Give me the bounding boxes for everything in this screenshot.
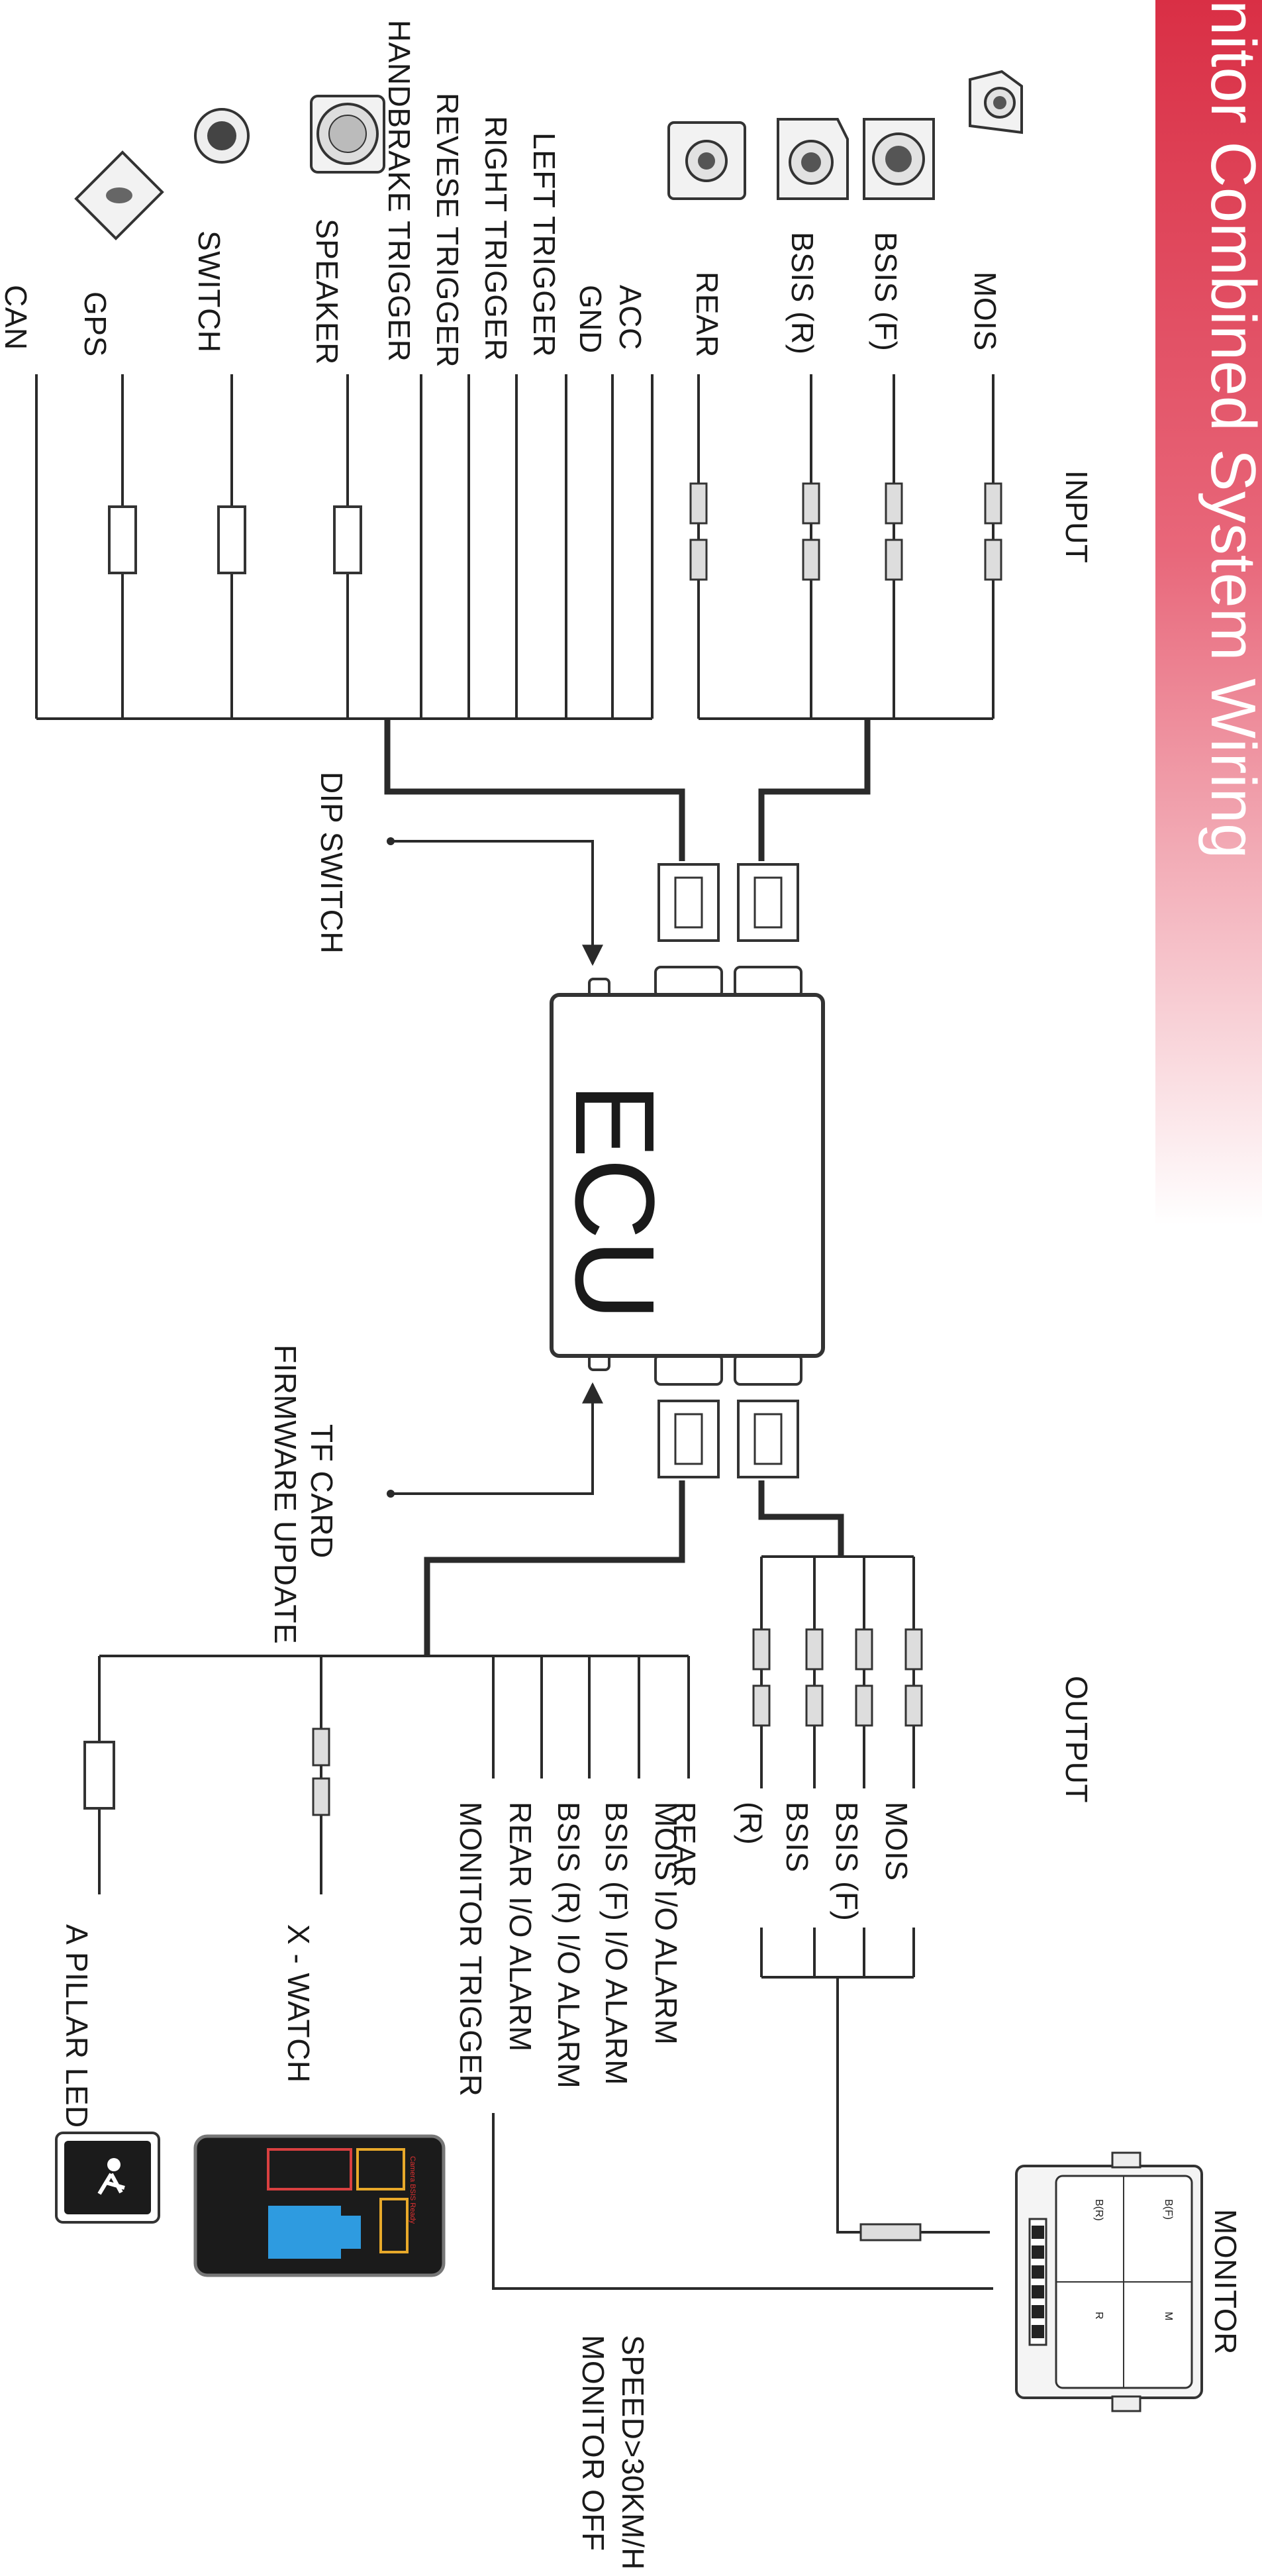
- output-label-bsis-f-io-alarm: BSIS (F) I/O ALARM: [599, 1802, 634, 2085]
- tf-card-label: TF CARD: [305, 1424, 339, 1559]
- ecu-box: [550, 966, 825, 1386]
- input-label-speaker: SPEAKER: [310, 219, 344, 365]
- ecu-output-connector-video: [737, 1400, 799, 1478]
- monitor-quadrant-m: M: [1163, 2312, 1174, 2320]
- speaker-icon: [310, 95, 385, 174]
- input-section-label: INPUT: [1059, 470, 1094, 564]
- input-label-rear: REAR: [690, 272, 724, 358]
- input-label-handbrake-trigger: HANDBRAKE TRIGGER: [382, 20, 416, 362]
- monitor-quadrant-bf: B(F): [1163, 2199, 1174, 2220]
- output-device-connectors: [83, 1727, 330, 1816]
- input-camera-bus: [758, 719, 871, 861]
- input-signal-bus: [384, 719, 685, 861]
- tf-card-arrow: [391, 1382, 603, 1495]
- title-banner: [1155, 0, 1262, 1225]
- monitor-off-note: MONITOR OFF: [576, 2335, 610, 2551]
- monitor-feed-wires: [760, 1928, 990, 2241]
- output-alarm-bus: [424, 1480, 685, 1656]
- output-label-mois: MOIS: [879, 1802, 914, 1881]
- input-label-can: CAN: [0, 285, 33, 350]
- input-label-switch: SWITCH: [192, 231, 226, 352]
- output-label-monitor-trigger: MONITOR TRIGGER: [454, 1802, 488, 2096]
- x-watch-status: Camera BSIS Ready: [409, 2156, 416, 2224]
- input-device-labels: SPEAKER SWITCH GPS CAN: [0, 219, 344, 365]
- dip-switch-arrow: [391, 840, 603, 966]
- input-label-left-trigger: LEFT TRIGGER: [527, 132, 561, 357]
- output-section-label: OUTPUT: [1059, 1676, 1094, 1803]
- output-label-r: (R): [734, 1802, 768, 1845]
- monitor-icon: [1015, 2151, 1203, 2412]
- switch-icon: [194, 108, 250, 164]
- output-video-wires: [760, 1555, 915, 1788]
- input-wires: [35, 374, 995, 720]
- output-label-bsis: BSIS: [780, 1802, 814, 1873]
- output-video-bus: [758, 1480, 844, 1557]
- monitor-quadrant-br: B(R): [1093, 2199, 1104, 2221]
- input-label-gnd: GND: [573, 285, 608, 354]
- input-camera-connectors: [689, 482, 1002, 581]
- output-label-rear-io-alarm: REAR I/O ALARM: [503, 1802, 538, 2052]
- input-camera-labels: MOIS BSIS (F) BSIS (R) REAR: [690, 232, 1002, 358]
- bsis-front-camera-icon: [863, 118, 935, 200]
- ecu-label: ECU: [552, 1083, 677, 1321]
- input-label-reverse-trigger: REVESE TRIGGER: [430, 93, 465, 368]
- input-label-right-trigger: RIGHT TRIGGER: [479, 116, 513, 361]
- ecu-output-connector-alarm: [657, 1400, 720, 1478]
- output-label-mois-io-alarm: MOIS I/O ALARM: [649, 1802, 683, 2045]
- dip-switch-label: DIP SWITCH: [315, 772, 349, 954]
- output-video-labels: MOIS BSIS (F) BSIS (R): [734, 1802, 914, 1921]
- output-label-a-pillar-led: A PILLAR LED: [60, 1924, 94, 2128]
- monitor-quadrant-r: R: [1093, 2312, 1104, 2320]
- input-label-gps: GPS: [78, 291, 113, 357]
- ecu-input-connector-signal: [657, 863, 720, 942]
- ecu-input-connector-camera: [737, 863, 799, 942]
- input-label-mois: MOIS: [968, 272, 1002, 351]
- output-device-labels: X - WATCH A PILLAR LED: [60, 1924, 316, 2128]
- output-label-bsis-f: BSIS (F): [830, 1802, 864, 1921]
- input-signal-labels: ACC GND LEFT TRIGGER RIGHT TRIGGER REVES…: [382, 20, 648, 368]
- monitor-label: MONITOR: [1208, 2209, 1243, 2355]
- output-label-rear: REAR: [667, 1802, 702, 1888]
- output-label-x-watch: X - WATCH: [281, 1924, 316, 2083]
- monitor-trigger-wire: [492, 2113, 993, 2290]
- speed-note: SPEED>30KM/H: [616, 2335, 650, 2570]
- page-title: nitor Combined System Wiring: [1198, 0, 1262, 858]
- rear-camera-icon: [667, 121, 746, 200]
- mois-camera-icon: [969, 70, 1023, 134]
- input-device-connectors: [108, 505, 362, 574]
- input-label-bsis-f: BSIS (F): [869, 232, 903, 351]
- output-label-bsis-r-io-alarm: BSIS (R) I/O ALARM: [552, 1802, 586, 2088]
- bsis-rear-camera-icon: [777, 118, 849, 200]
- x-watch-screen: Camera BSIS Ready: [193, 2134, 446, 2277]
- firmware-update-label: FIRMWARE UPDATE: [268, 1345, 303, 1644]
- output-alarm-labels: REAR MOIS I/O ALARM BSIS (F) I/O ALARM B…: [454, 1802, 702, 2096]
- input-label-bsis-r: BSIS (R): [785, 232, 820, 354]
- a-pillar-led-icon: [55, 2132, 160, 2224]
- output-video-connectors: [752, 1628, 923, 1727]
- gps-icon: [74, 150, 164, 240]
- input-label-acc: ACC: [613, 285, 648, 350]
